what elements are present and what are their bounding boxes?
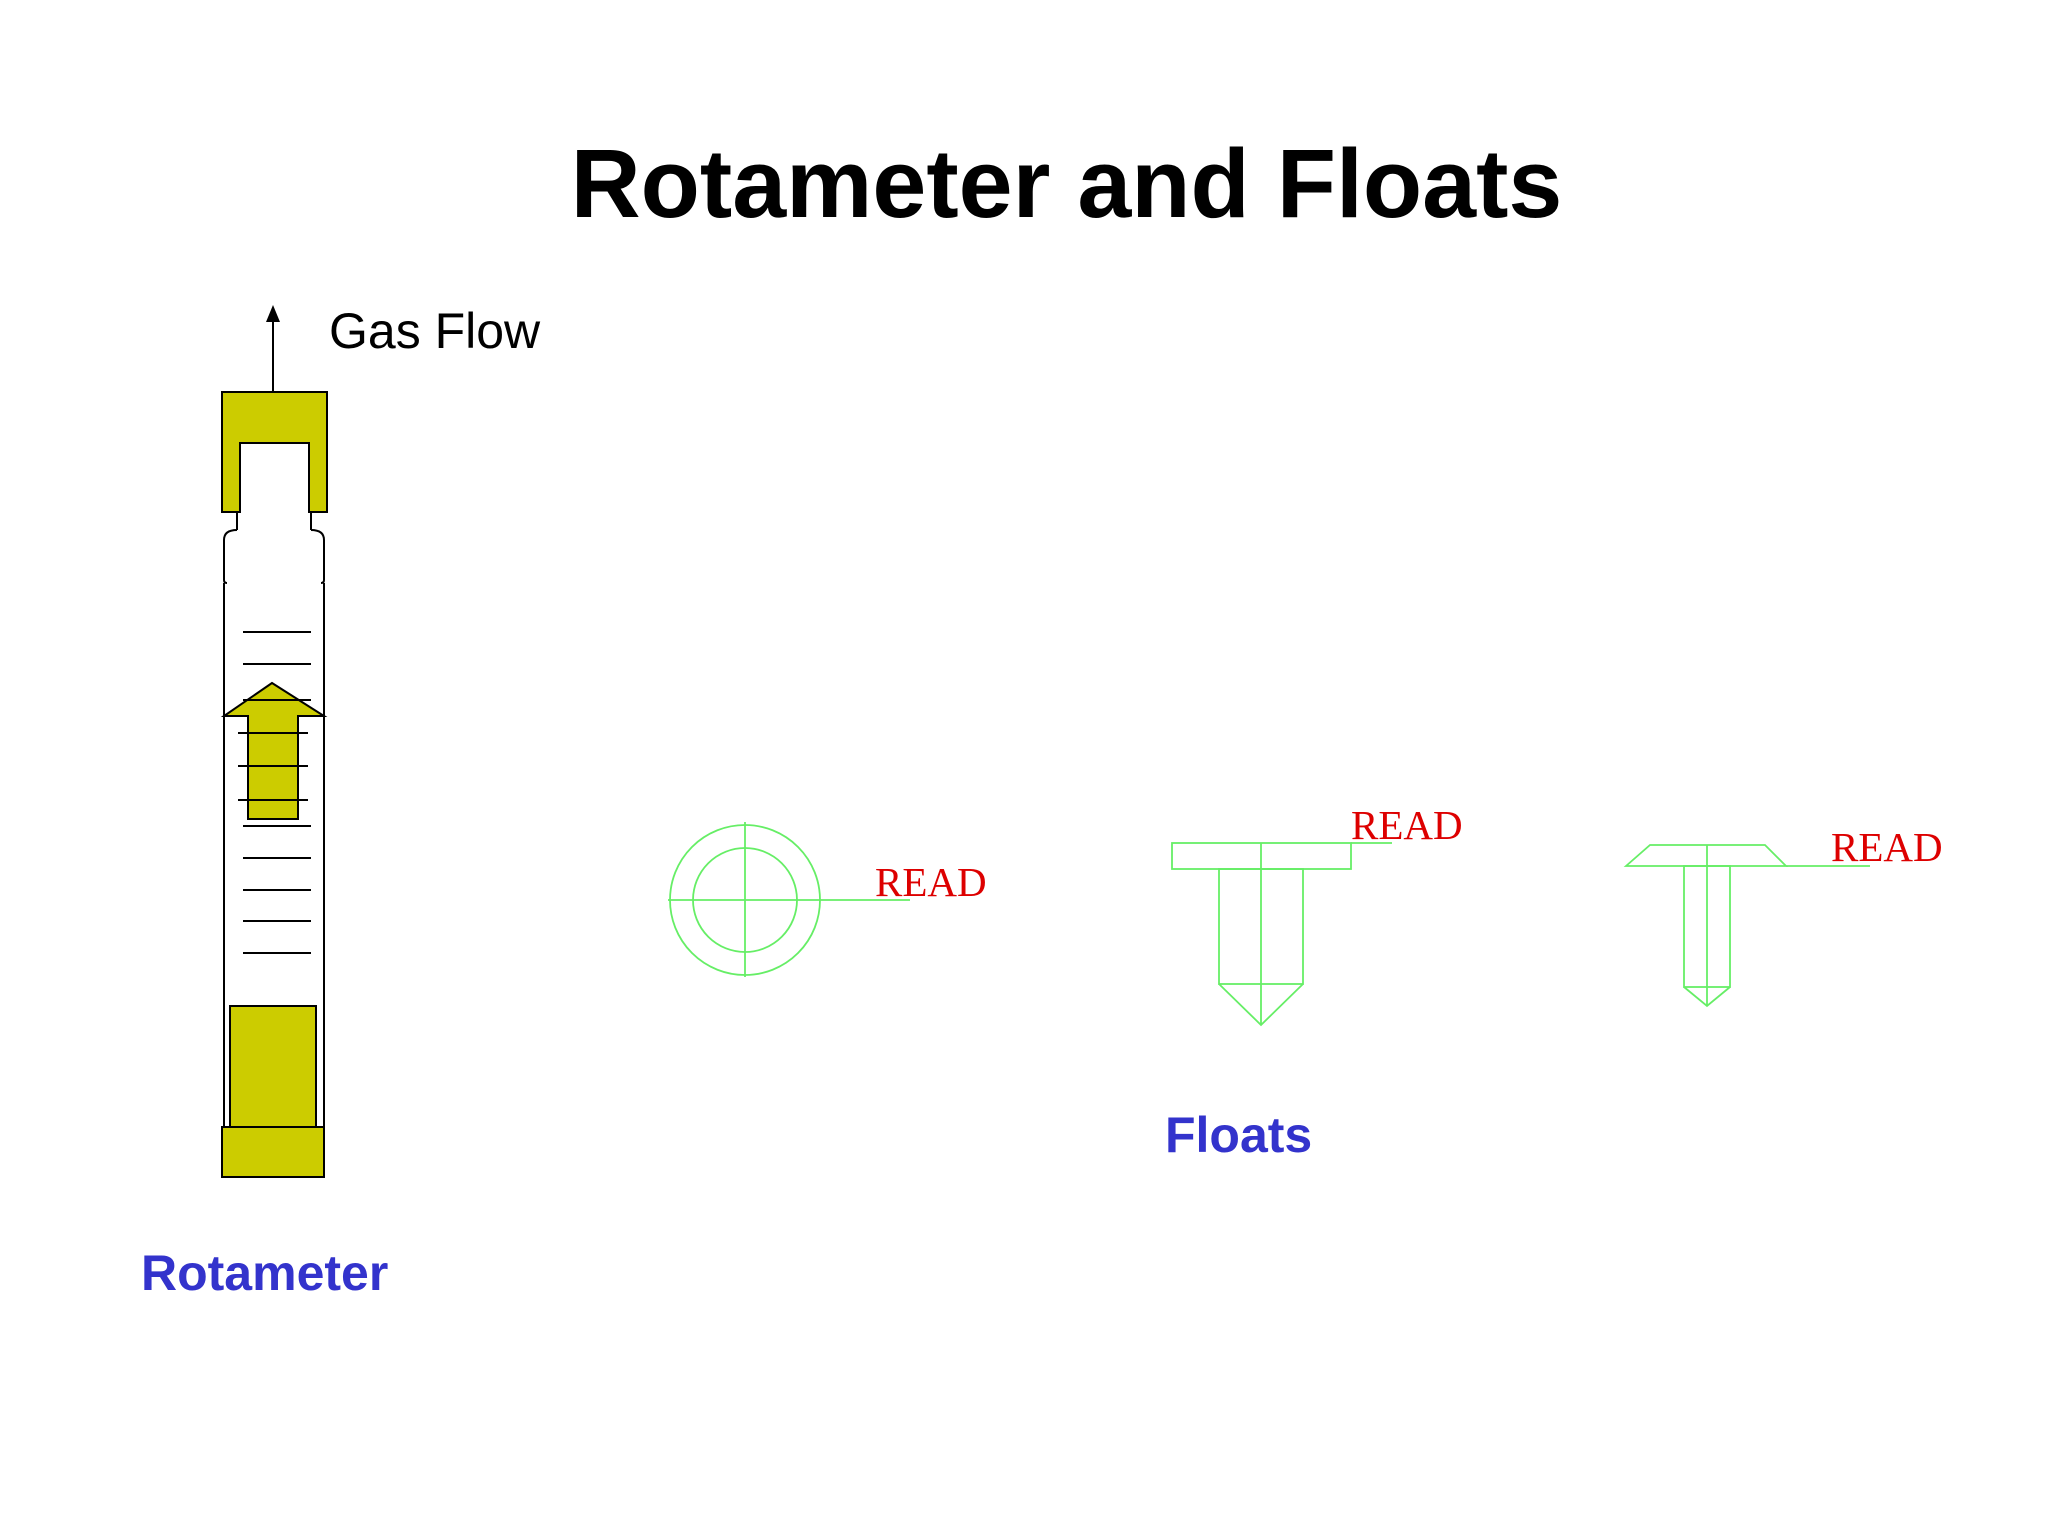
float-spherical [668, 822, 910, 977]
gas-flow-arrow [266, 305, 280, 392]
float-bevelled-top [1623, 844, 1870, 1008]
read-label-spherical: READ [875, 859, 987, 905]
rotameter-top-cap [221, 391, 328, 513]
rotameter-base [221, 1126, 325, 1178]
rotameter-scale [243, 631, 311, 954]
rotameter-scale-overlay [238, 699, 311, 801]
rotameter-tube [223, 512, 325, 1128]
rotameter-caption: Rotameter [141, 1245, 389, 1301]
gas-flow-label: Gas Flow [329, 303, 541, 359]
read-label-bevelled-top: READ [1831, 824, 1943, 870]
float-flat-top [1171, 842, 1392, 1027]
rotameter [220, 305, 328, 1178]
rotameter-float [220, 681, 328, 820]
floats-caption: Floats [1165, 1107, 1313, 1163]
slide-title: Rotameter and Floats [570, 129, 1563, 238]
rotameter-bottom-fitting [229, 1005, 317, 1128]
read-label-flat-top: READ [1351, 802, 1463, 848]
